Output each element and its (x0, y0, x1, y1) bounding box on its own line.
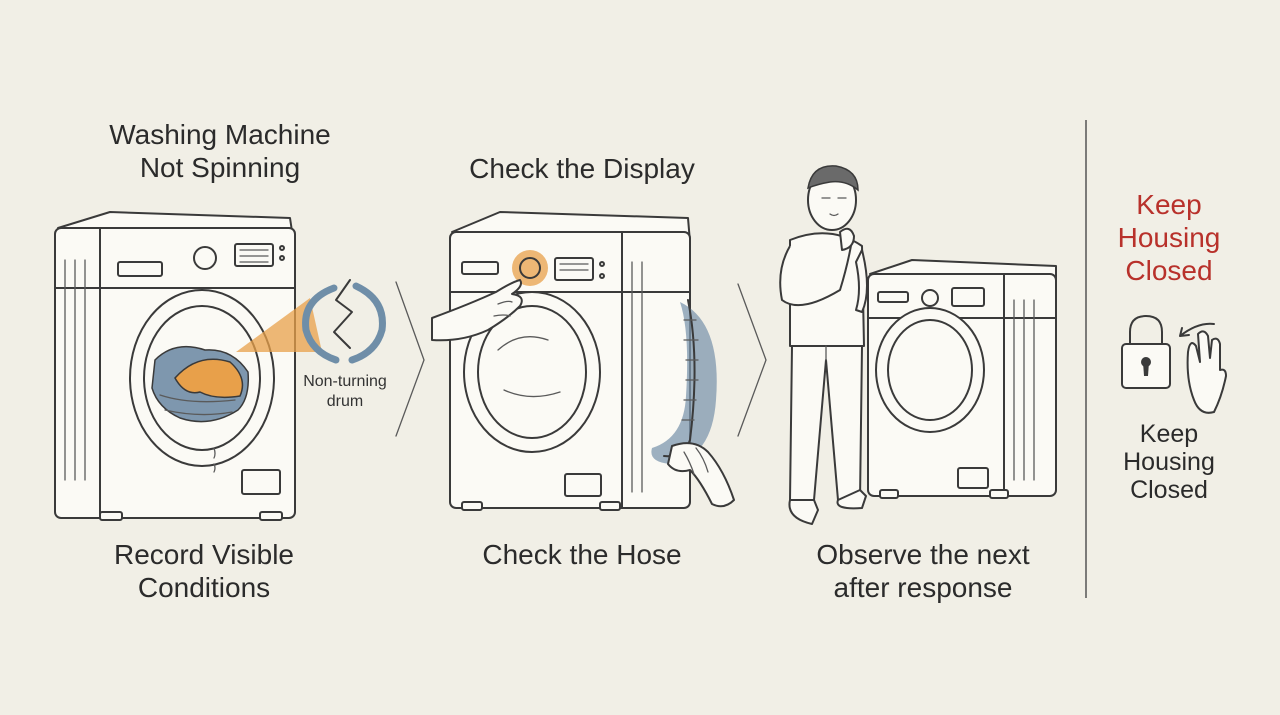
step1-caption: Record Visible Conditions (64, 538, 344, 604)
step1-title-line-2: Not Spinning (139, 152, 301, 183)
side-heading-line-3: Closed (1125, 255, 1213, 286)
step1-caption-line-1: Record Visible (113, 539, 295, 570)
step2-caption: Check the Hose (432, 538, 732, 571)
step1-title: Washing Machine Not Spinning (60, 118, 380, 184)
step3-caption: Observe the next after response (768, 538, 1078, 604)
washing-machine-2 (449, 211, 691, 511)
step2-title-line-1: Check the Display (469, 153, 695, 184)
drum-callout-line-1: Non-turning (303, 373, 387, 390)
step1-title-line-1: Washing Machine (109, 119, 331, 150)
side-label-line-3: Closed (1130, 476, 1208, 504)
side-panel-label: Keep Housing Closed (1096, 420, 1242, 504)
step3-caption-line-2: after response (833, 572, 1013, 603)
broken-rotation-icon (302, 279, 386, 364)
pressing-hand (431, 279, 523, 342)
hand-icon (1186, 330, 1227, 414)
washing-machine-1 (54, 211, 296, 521)
step2-caption-line-1: Check the Hose (482, 539, 682, 570)
padlock-icon (1121, 315, 1171, 389)
side-heading-line-1: Keep (1136, 189, 1202, 220)
step3-caption-line-1: Observe the next (816, 539, 1030, 570)
washing-machine-3 (867, 259, 1057, 499)
thinking-person (779, 165, 868, 525)
hose-hand (667, 442, 735, 508)
side-panel-heading: Keep Housing Closed (1096, 188, 1242, 287)
side-label-line-1: Keep (1139, 420, 1199, 448)
drum-callout-line-2: drum (326, 393, 364, 410)
side-heading-line-2: Housing (1117, 222, 1221, 253)
drum-highlight-beam (236, 298, 322, 352)
step-arrow-2 (737, 283, 767, 437)
step-arrow-1 (395, 281, 425, 437)
side-label-line-2: Housing (1123, 448, 1215, 476)
drum-callout: Non-turning drum (290, 372, 400, 412)
step2-title: Check the Display (432, 152, 732, 185)
curved-arrow-icon (1179, 322, 1215, 337)
step1-caption-line-2: Conditions (137, 572, 271, 603)
